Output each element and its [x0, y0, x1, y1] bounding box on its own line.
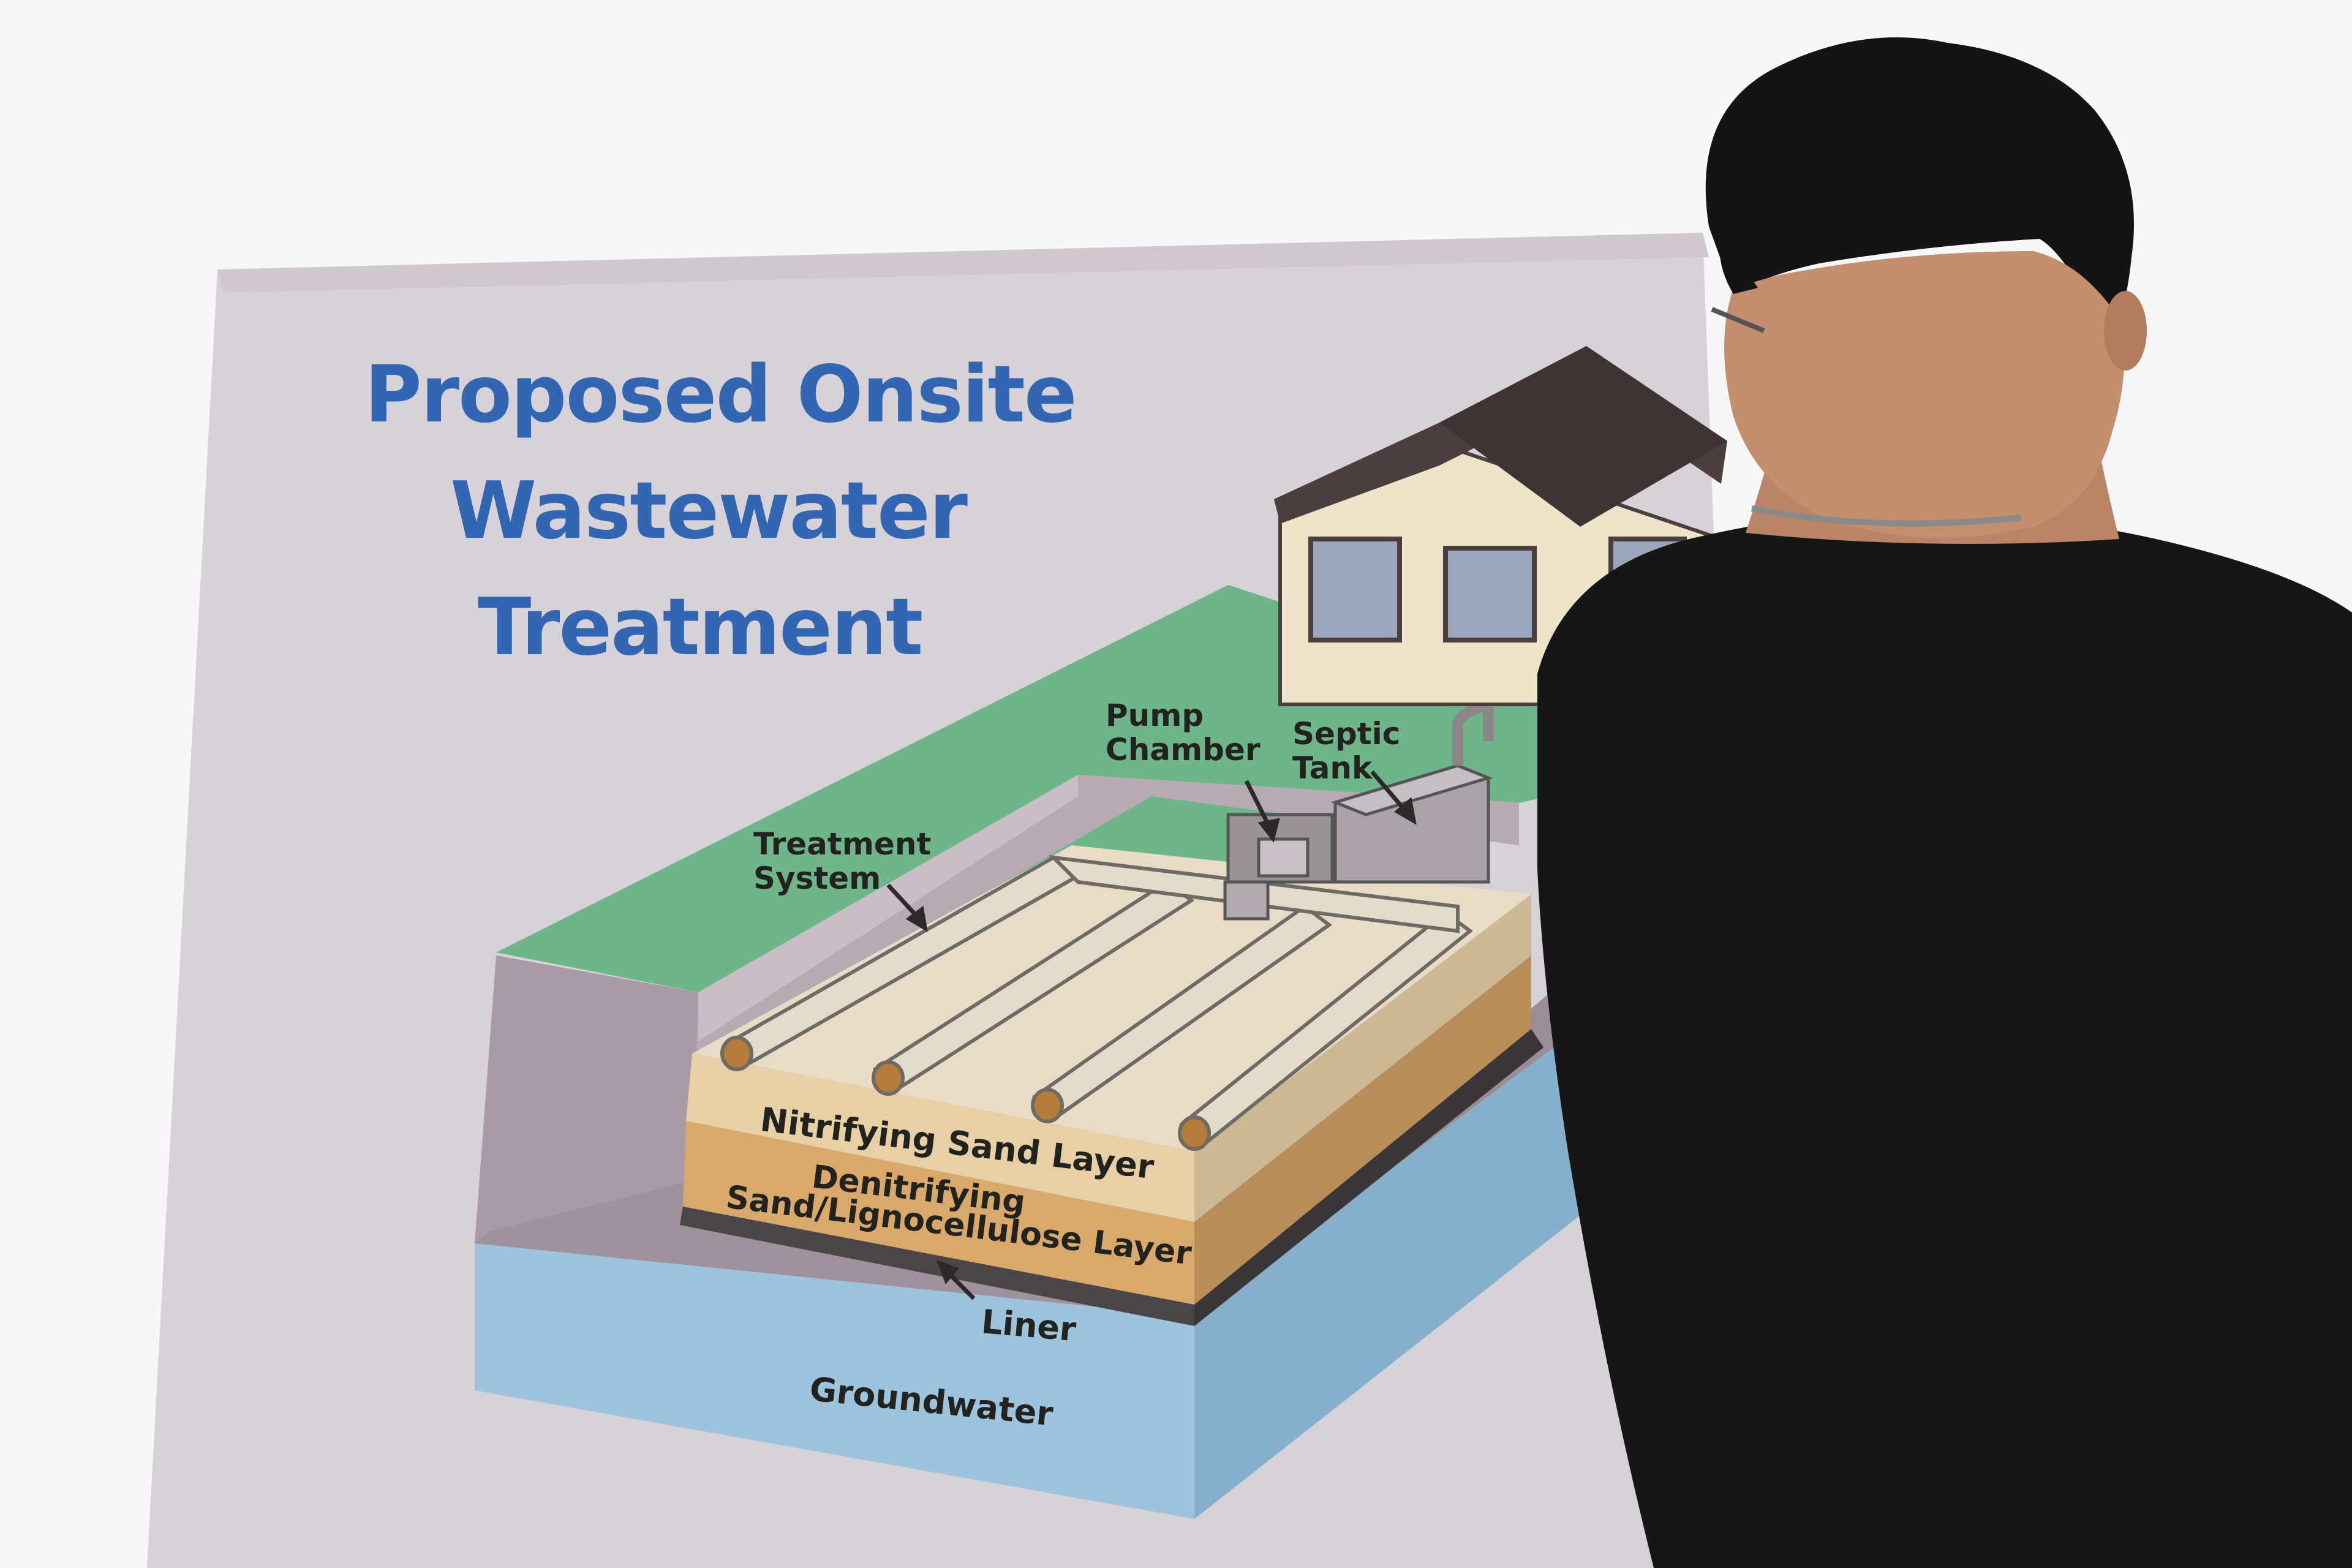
- distribution-pipes: [720, 854, 1473, 1151]
- denitrifying-layer: [683, 956, 1531, 1305]
- person-silhouette: [1537, 37, 2352, 1568]
- nitrifying-sand-front: [686, 894, 1531, 1222]
- liner: [680, 1029, 1544, 1326]
- label-arrows: [886, 770, 1417, 1300]
